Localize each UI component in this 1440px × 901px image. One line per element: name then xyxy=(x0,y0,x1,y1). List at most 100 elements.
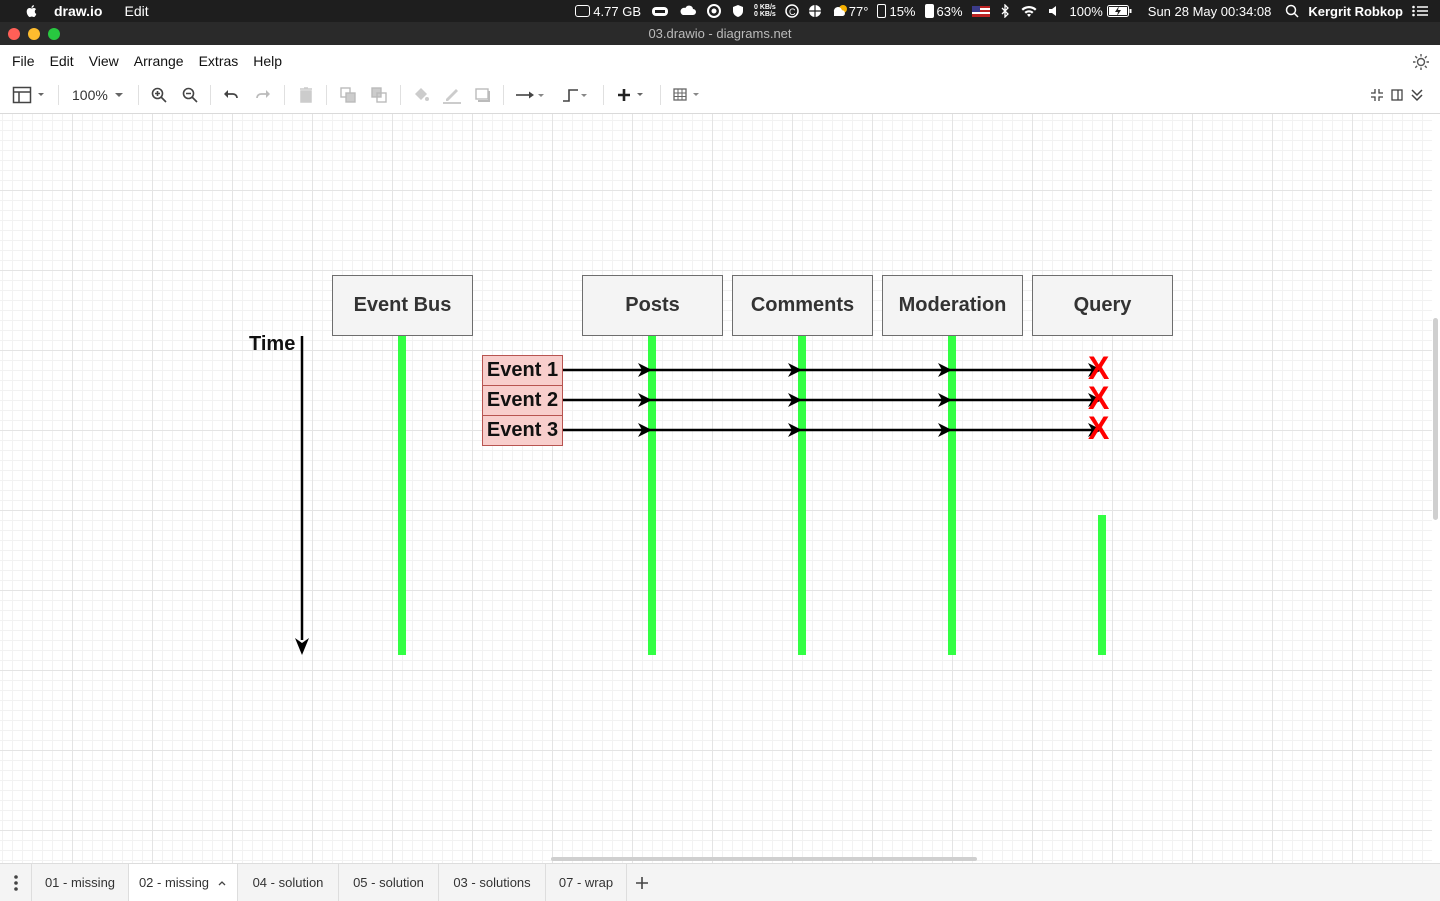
page-tab-03-solutions[interactable]: 03 - solutions xyxy=(439,864,546,901)
menu-view[interactable]: View xyxy=(88,53,119,69)
page-tab-05-solution[interactable]: 05 - solution xyxy=(339,864,439,901)
format-panel-toggle-button[interactable] xyxy=(12,86,48,104)
redo-icon xyxy=(256,90,270,99)
fill-color-button[interactable] xyxy=(412,86,430,104)
wifi-icon[interactable] xyxy=(1020,4,1038,18)
service-box-event-bus[interactable]: Event Bus xyxy=(332,275,473,336)
input-source-flag-icon[interactable] xyxy=(971,5,990,17)
minimize-window-button[interactable] xyxy=(28,28,40,40)
app-menu-bar: File Edit View Arrange Extras Help xyxy=(0,45,1440,77)
pages-menu-button[interactable] xyxy=(0,864,32,901)
zoom-select[interactable]: 100% xyxy=(72,86,126,104)
bluetooth-icon[interactable] xyxy=(999,4,1011,18)
theme-toggle-icon[interactable] xyxy=(1412,53,1430,71)
app-name-menu[interactable]: draw.io xyxy=(54,3,103,19)
page-tab-01-missing[interactable]: 01 - missing xyxy=(32,864,129,901)
insert-button[interactable] xyxy=(616,86,650,104)
arrowhead xyxy=(638,393,652,407)
delete-button[interactable] xyxy=(297,86,315,104)
menu-help[interactable]: Help xyxy=(253,53,283,69)
weather-status[interactable]: 77° xyxy=(831,4,868,19)
table-button[interactable] xyxy=(672,86,706,104)
format-panel-button[interactable] xyxy=(1390,86,1404,104)
globe-icon[interactable] xyxy=(808,4,822,18)
ram-status[interactable]: 63% xyxy=(924,4,963,19)
clipboard-icon[interactable]: C xyxy=(785,4,799,18)
battery-status[interactable]: 100% xyxy=(1070,4,1133,19)
collapse-toolbar-button[interactable] xyxy=(1410,86,1424,104)
lifeline-moderation[interactable] xyxy=(948,336,956,655)
cpu-status[interactable]: 15% xyxy=(877,4,916,19)
time-label[interactable]: Time xyxy=(249,333,296,355)
lifeline-posts[interactable] xyxy=(648,336,656,655)
sync-icon[interactable] xyxy=(706,4,722,18)
menu-edit[interactable]: Edit xyxy=(49,53,74,69)
connection-style-button[interactable] xyxy=(515,86,549,104)
undo-button[interactable] xyxy=(222,86,240,104)
edit-menu[interactable]: Edit xyxy=(124,3,149,19)
menu-arrange[interactable]: Arrange xyxy=(133,53,184,69)
apple-icon[interactable] xyxy=(20,4,42,18)
event-arrows xyxy=(562,363,1102,437)
sidebar-layout-icon xyxy=(12,86,44,104)
lifeline-comments[interactable] xyxy=(798,336,806,655)
service-box-posts[interactable]: Posts xyxy=(582,275,723,336)
arrowhead xyxy=(638,363,652,377)
zoom-in-button[interactable] xyxy=(150,86,168,104)
lifeline-event-bus[interactable] xyxy=(398,336,406,655)
menu-extras[interactable]: Extras xyxy=(198,53,239,69)
vertical-scrollbar[interactable] xyxy=(1433,318,1438,520)
shield-icon[interactable] xyxy=(731,4,745,18)
failure-mark-event-3[interactable]: X xyxy=(1088,410,1110,446)
service-box-comments[interactable]: Comments xyxy=(732,275,873,336)
clock[interactable]: Sun 28 May 00:34:08 xyxy=(1147,3,1272,19)
cloud-icon[interactable] xyxy=(679,4,697,18)
waypoints-icon xyxy=(563,89,587,102)
zoom-window-button[interactable] xyxy=(48,28,60,40)
failure-mark-event-1[interactable]: X xyxy=(1088,350,1110,386)
memory-status[interactable]: 4.77 GB xyxy=(575,4,641,19)
service-box-moderation[interactable]: Moderation xyxy=(882,275,1023,336)
line-color-button[interactable] xyxy=(443,86,461,104)
page-tab-02-missing[interactable]: 02 - missing xyxy=(129,864,238,901)
time-axis-arrow[interactable] xyxy=(294,335,312,657)
notification-center-icon[interactable] xyxy=(1412,5,1428,17)
spotlight-search-icon[interactable] xyxy=(1285,4,1299,18)
page-tabs-bar: 01 - missing 02 - missing 04 - solution … xyxy=(0,863,1440,901)
double-chevron-down-icon xyxy=(1411,89,1423,102)
pencil-icon xyxy=(443,89,461,104)
arrowhead xyxy=(788,423,802,437)
docker-icon[interactable] xyxy=(650,4,670,18)
memory-icon xyxy=(575,5,591,17)
zoom-in-icon xyxy=(151,87,167,103)
volume-icon[interactable] xyxy=(1047,4,1061,18)
event-box-1[interactable]: Event 1 xyxy=(482,355,563,386)
window-title: 03.drawio - diagrams.net xyxy=(648,26,792,41)
failure-mark-event-2[interactable]: X xyxy=(1088,380,1110,416)
fullscreen-button[interactable] xyxy=(1370,86,1384,104)
to-front-button[interactable] xyxy=(339,86,357,104)
event-box-2[interactable]: Event 2 xyxy=(482,385,563,416)
horizontal-scrollbar[interactable] xyxy=(551,857,977,861)
add-page-button[interactable] xyxy=(627,864,657,901)
chevron-up-icon[interactable] xyxy=(217,879,227,887)
table-icon xyxy=(673,88,699,101)
chevron-down-icon xyxy=(114,93,123,97)
waypoints-button[interactable] xyxy=(561,86,593,104)
close-window-button[interactable] xyxy=(8,28,20,40)
to-back-button[interactable] xyxy=(370,86,388,104)
diagram-canvas[interactable]: Time Event Bus Posts Comments Moderation… xyxy=(0,114,1432,863)
service-box-query[interactable]: Query xyxy=(1032,275,1173,336)
shadow-button[interactable] xyxy=(474,86,492,104)
arrowhead xyxy=(638,423,652,437)
event-box-3[interactable]: Event 3 xyxy=(482,415,563,446)
user-menu[interactable]: Kergrit Robkop xyxy=(1308,3,1403,19)
page-tab-07-wrap[interactable]: 07 - wrap xyxy=(546,864,627,901)
lifeline-query[interactable] xyxy=(1098,515,1106,655)
trash-icon xyxy=(300,87,312,103)
zoom-out-button[interactable] xyxy=(181,86,199,104)
page-tab-04-solution[interactable]: 04 - solution xyxy=(238,864,339,901)
menu-file[interactable]: File xyxy=(12,53,35,69)
redo-button[interactable] xyxy=(254,86,272,104)
